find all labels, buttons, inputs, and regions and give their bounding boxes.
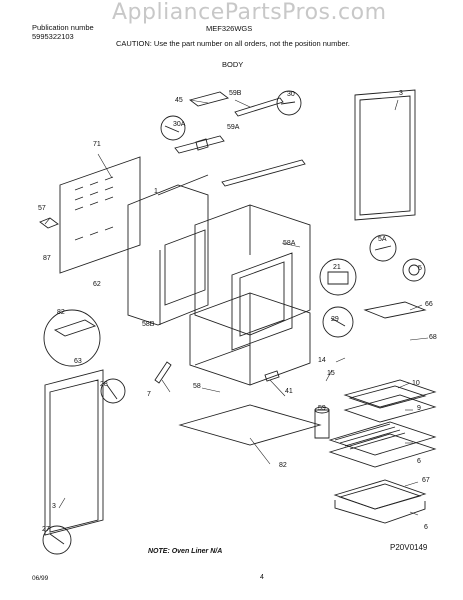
callout-30: 30 bbox=[287, 91, 295, 98]
publication-label: Publication numbe bbox=[32, 23, 94, 32]
callout-63: 63 bbox=[74, 358, 82, 365]
model-number: MEF326WGS bbox=[206, 24, 253, 33]
callout-66: 66 bbox=[425, 301, 433, 308]
callout-3-top: 3 bbox=[399, 90, 403, 97]
callout-59: 59 bbox=[318, 405, 326, 412]
callout-58: 58 bbox=[193, 383, 201, 390]
callout-59b: 59B bbox=[229, 90, 242, 97]
date-text: 06/99 bbox=[32, 575, 49, 582]
callout-58a: 58A bbox=[283, 240, 296, 247]
callout-27: 27 bbox=[42, 526, 50, 533]
callout-1: 1 bbox=[154, 188, 158, 195]
callout-68: 68 bbox=[429, 334, 437, 341]
callout-5a: 5A bbox=[378, 236, 387, 243]
callout-82-bottom: 82 bbox=[279, 462, 287, 469]
callout-58b: 58B bbox=[142, 321, 155, 328]
callout-82-top: 82 bbox=[57, 309, 65, 316]
publication-number: 5995322103 bbox=[32, 32, 74, 41]
callout-10: 10 bbox=[412, 380, 420, 387]
callout-6-rack: 6 bbox=[417, 458, 421, 465]
callout-5: 5 bbox=[418, 265, 422, 272]
callout-71: 71 bbox=[93, 141, 101, 148]
callout-30a: 30A bbox=[173, 121, 186, 128]
callout-87: 87 bbox=[43, 255, 51, 262]
callout-7: 7 bbox=[147, 391, 151, 398]
callout-9: 9 bbox=[417, 405, 421, 412]
callout-15: 15 bbox=[327, 370, 335, 377]
callout-67: 67 bbox=[422, 477, 430, 484]
callout-6-bottom: 6 bbox=[424, 524, 428, 531]
callout-21: 21 bbox=[333, 264, 341, 271]
caution-text: CAUTION: Use the part number on all orde… bbox=[116, 39, 350, 48]
callout-59a: 59A bbox=[227, 124, 240, 131]
callout-3-door: 3 bbox=[52, 503, 56, 510]
watermark-text: AppliancePartsPros.com bbox=[112, 0, 387, 25]
callout-41: 41 bbox=[285, 388, 293, 395]
page-number: 4 bbox=[260, 574, 264, 581]
callout-14: 14 bbox=[318, 357, 326, 364]
callout-29: 29 bbox=[331, 316, 339, 323]
callout-62: 62 bbox=[93, 281, 101, 288]
drawing-code: P20V0149 bbox=[390, 543, 428, 552]
callout-28: 28 bbox=[100, 381, 108, 388]
section-title: BODY bbox=[222, 60, 244, 69]
note-text: NOTE: Oven Liner N/A bbox=[148, 548, 223, 555]
callout-45: 45 bbox=[175, 97, 183, 104]
callout-57: 57 bbox=[38, 205, 46, 212]
